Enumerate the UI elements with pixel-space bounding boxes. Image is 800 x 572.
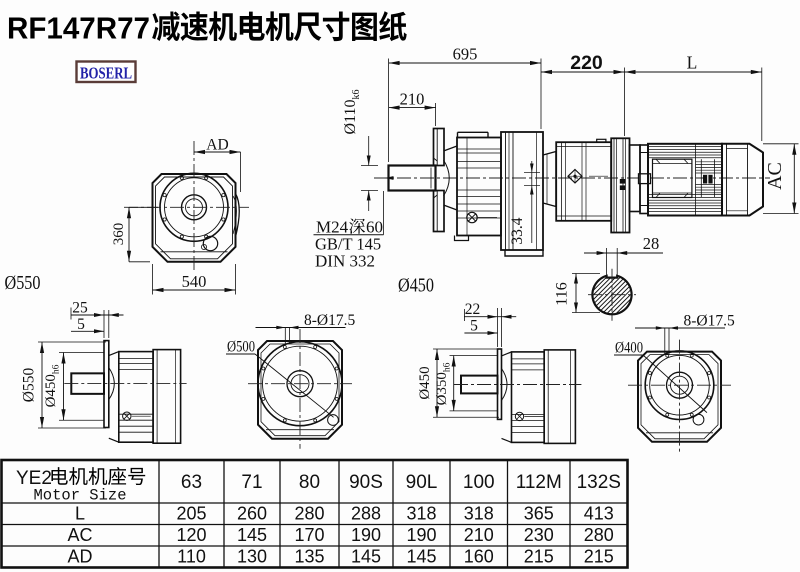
- svg-text:145: 145: [351, 547, 381, 567]
- svg-text:90L: 90L: [406, 472, 438, 493]
- svg-text:Ø550: Ø550: [5, 273, 41, 294]
- svg-text:90S: 90S: [349, 472, 383, 493]
- svg-text:Ø400: Ø400: [615, 340, 643, 357]
- svg-text:AC: AC: [67, 525, 92, 545]
- svg-text:260: 260: [237, 504, 267, 524]
- svg-text:110: 110: [177, 547, 206, 567]
- svg-text:5: 5: [470, 318, 478, 335]
- svg-text:100: 100: [463, 472, 495, 493]
- svg-text:L: L: [75, 504, 85, 524]
- svg-text:190: 190: [351, 525, 381, 545]
- svg-text:695: 695: [453, 45, 478, 64]
- svg-text:215: 215: [584, 547, 614, 567]
- svg-text:L: L: [687, 53, 698, 73]
- svg-text:318: 318: [464, 504, 494, 524]
- svg-text:230: 230: [524, 525, 554, 545]
- svg-text:DIN 332: DIN 332: [315, 252, 375, 271]
- svg-text:33.4: 33.4: [509, 217, 526, 244]
- svg-text:71: 71: [241, 472, 262, 493]
- svg-text:112M: 112M: [516, 472, 562, 493]
- svg-text:AC: AC: [764, 162, 786, 190]
- svg-text:5: 5: [77, 316, 85, 333]
- svg-text:Motor Size: Motor Size: [33, 487, 126, 505]
- svg-text:120: 120: [176, 525, 206, 545]
- svg-text:132S: 132S: [577, 472, 621, 493]
- svg-text:22: 22: [465, 301, 481, 318]
- svg-text:M24: M24: [316, 218, 349, 237]
- svg-text:280: 280: [584, 525, 614, 545]
- svg-text:288: 288: [351, 504, 381, 524]
- svg-text:RF147R77: RF147R77: [7, 11, 150, 46]
- svg-text:28: 28: [643, 234, 660, 253]
- svg-text:Ø110k6: Ø110k6: [342, 90, 362, 135]
- svg-text:80: 80: [299, 472, 320, 493]
- svg-text:Ø500: Ø500: [227, 339, 255, 356]
- svg-text:25: 25: [72, 300, 88, 317]
- svg-text:116: 116: [554, 282, 571, 305]
- svg-text:190: 190: [406, 525, 436, 545]
- svg-text:170: 170: [294, 525, 324, 545]
- svg-text:YE2: YE2: [16, 468, 52, 489]
- svg-text:540: 540: [182, 272, 207, 291]
- svg-text:145: 145: [406, 547, 436, 567]
- svg-text:215: 215: [524, 547, 554, 567]
- svg-text:130: 130: [237, 547, 267, 567]
- svg-text:63: 63: [181, 472, 202, 493]
- svg-text:413: 413: [584, 504, 614, 524]
- svg-text:145: 145: [237, 525, 267, 545]
- svg-text:Ø450: Ø450: [417, 366, 433, 399]
- svg-text:365: 365: [524, 504, 554, 524]
- svg-text:60: 60: [366, 218, 383, 237]
- svg-text:280: 280: [294, 504, 324, 524]
- svg-text:210: 210: [400, 90, 425, 109]
- svg-text:210: 210: [464, 525, 494, 545]
- svg-text:AD: AD: [67, 547, 92, 567]
- svg-text:BOSERL: BOSERL: [80, 64, 132, 83]
- svg-text:360: 360: [111, 223, 127, 246]
- svg-text:AD: AD: [206, 137, 228, 154]
- svg-text:Ø350h6: Ø350h6: [434, 362, 453, 405]
- svg-text:160: 160: [464, 547, 494, 567]
- svg-text:8-Ø17.5: 8-Ø17.5: [304, 312, 355, 329]
- svg-text:Ø450: Ø450: [398, 276, 434, 297]
- svg-text:135: 135: [294, 547, 324, 567]
- svg-text:Ø550: Ø550: [21, 368, 38, 403]
- svg-text:GB/T 145: GB/T 145: [315, 235, 381, 254]
- svg-text:Ø450h6: Ø450h6: [43, 364, 62, 407]
- svg-text:8-Ø17.5: 8-Ø17.5: [684, 313, 735, 330]
- svg-text:220: 220: [570, 52, 603, 74]
- svg-text:205: 205: [176, 504, 206, 524]
- svg-text:318: 318: [406, 504, 436, 524]
